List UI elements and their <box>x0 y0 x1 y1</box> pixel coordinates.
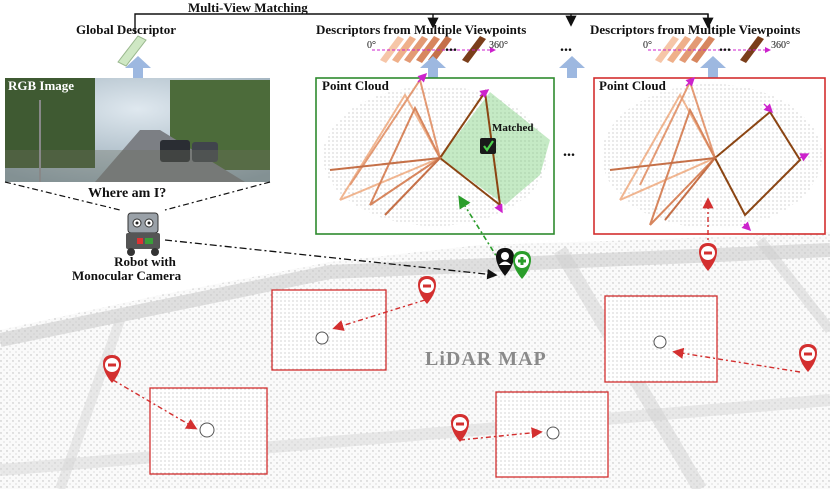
matched-check-icon <box>480 138 496 154</box>
blue-up-arrows <box>125 56 726 78</box>
multi-view-matching-label: Multi-View Matching <box>188 0 308 15</box>
ellipsis-bars-1: ... <box>445 38 457 55</box>
descriptors-label-2: Descriptors from Multiple Viewpoints <box>590 22 801 37</box>
robot-icon <box>126 212 160 256</box>
angle-start-label-1: 0° <box>367 40 376 51</box>
query-pin <box>496 248 514 276</box>
ellipsis-bars-2: ... <box>719 38 731 55</box>
lidar-map-title: LiDAR MAP <box>425 348 547 370</box>
angle-end-label-1: 360° <box>489 40 508 51</box>
point-cloud-panel-unmatched <box>593 76 826 235</box>
matched-label: Matched <box>492 122 534 134</box>
global-descriptor-bar <box>117 35 147 67</box>
angle-start-label-2: 0° <box>643 40 652 51</box>
rgb-image <box>5 78 270 182</box>
mismatch-arrows <box>112 197 801 441</box>
robot-query-arrow <box>164 239 498 280</box>
rgb-to-robot-lines <box>4 181 271 211</box>
matched-pin <box>513 251 531 279</box>
robot-label-line2: Monocular Camera <box>72 268 182 283</box>
point-cloud-title-2: Point Cloud <box>599 78 666 93</box>
red-map-pins <box>103 243 817 442</box>
angle-end-label-2: 360° <box>771 40 790 51</box>
point-cloud-title-1: Point Cloud <box>322 78 389 93</box>
ellipsis-between-2: ... <box>563 143 575 160</box>
rgb-image-title: RGB Image <box>8 78 75 93</box>
descriptors-label-1: Descriptors from Multiple Viewpoints <box>316 22 527 37</box>
descriptor-bars-1 <box>372 36 496 63</box>
descriptor-bars-2 <box>648 36 771 63</box>
submap-centers <box>199 331 667 440</box>
ellipsis-between-1: ... <box>560 38 572 55</box>
point-cloud-panel-matched <box>315 72 555 235</box>
matching-bracket <box>134 13 714 34</box>
global-descriptor-label: Global Descriptor <box>76 22 177 37</box>
where-am-i-label: Where am I? <box>88 186 167 201</box>
robot-label-line1: Robot with <box>114 254 176 269</box>
